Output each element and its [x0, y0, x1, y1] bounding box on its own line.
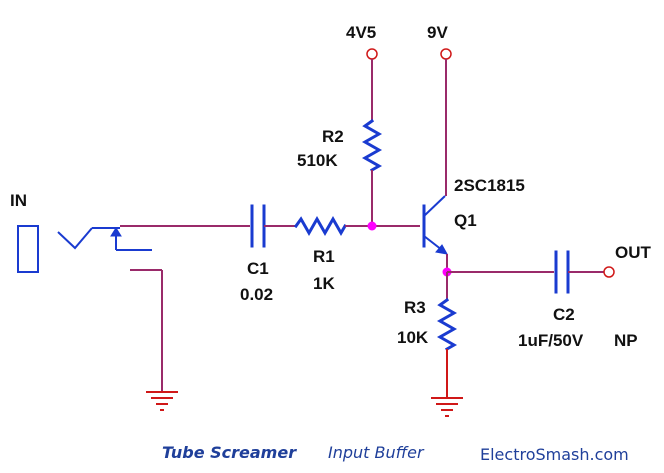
- label-r1-value: 1K: [313, 274, 335, 293]
- label-out: OUT: [615, 243, 652, 262]
- label-r3-value: 10K: [397, 328, 429, 347]
- terminal-out: [603, 266, 615, 278]
- q1-emitter-arrow: [435, 244, 448, 255]
- label-c1-name: C1: [247, 259, 269, 278]
- label-in: IN: [10, 191, 27, 210]
- transistor-q1: [422, 195, 448, 255]
- label-r3-name: R3: [404, 298, 426, 317]
- label-c2-note: NP: [614, 331, 638, 350]
- input-jack: [17, 225, 152, 273]
- terminal-4v5: [366, 48, 378, 60]
- caption-subtitle: Input Buffer: [328, 443, 425, 462]
- capacitor-c2: [554, 250, 570, 294]
- label-c1-value: 0.02: [240, 285, 273, 304]
- q1-collector-lead: [423, 195, 446, 217]
- caption-title: Tube Screamer: [162, 443, 297, 462]
- label-c2-value: 1uF/50V: [518, 331, 584, 350]
- label-q1-name: Q1: [454, 211, 477, 230]
- jack-sleeve: [17, 225, 39, 273]
- resistor-r1: [293, 215, 348, 237]
- q1-emitter-lead: [423, 235, 443, 251]
- resistor-r2: [361, 118, 383, 173]
- label-r1-name: R1: [313, 247, 335, 266]
- capacitor-c1: [250, 204, 266, 248]
- jack-tip-spring: [57, 227, 93, 250]
- brand-label: ElectroSmash.com: [480, 445, 629, 464]
- label-4v5: 4V5: [346, 23, 376, 42]
- terminal-9v: [440, 48, 452, 60]
- label-r2-value: 510K: [297, 151, 338, 170]
- ground-symbol-output: [431, 397, 463, 417]
- label-9v: 9V: [427, 23, 448, 42]
- label-q1-part: 2SC1815: [454, 176, 525, 195]
- ground-symbol-input: [146, 391, 178, 411]
- resistor-r3: [436, 297, 458, 352]
- label-r2-name: R2: [322, 127, 344, 146]
- junction-base: [367, 221, 377, 231]
- label-c2-name: C2: [553, 305, 575, 324]
